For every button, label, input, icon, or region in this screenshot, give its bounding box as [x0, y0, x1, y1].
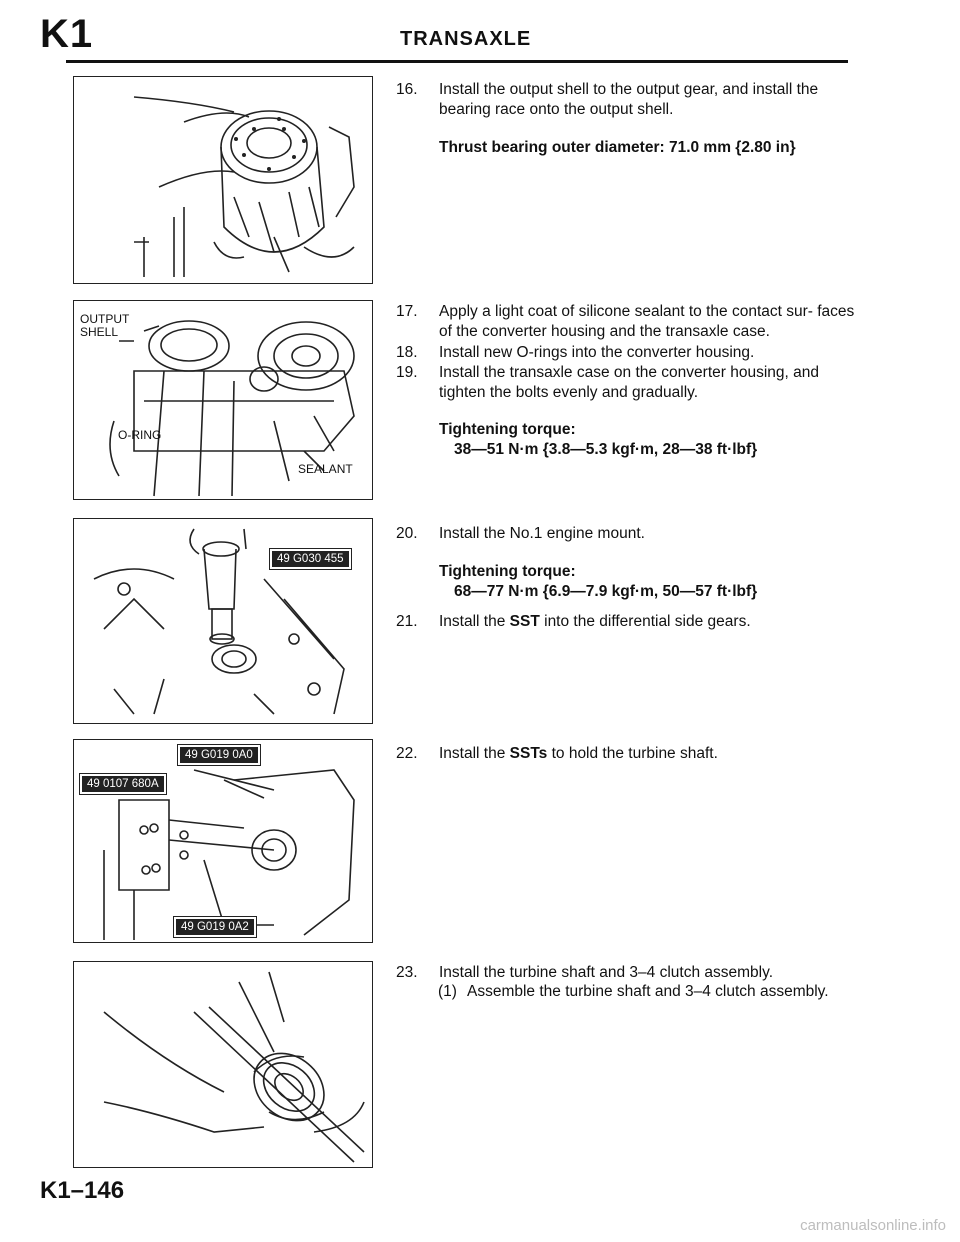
step-21: 21. Install the SST into the differentia… [396, 612, 856, 632]
step-text: Install the No.1 engine mount. [439, 525, 645, 542]
sst-tag-49g0190a2: 49 G019 0A2 [173, 916, 257, 938]
step-number: 22. [396, 745, 418, 762]
figure-differential-sst: 49 G030 455 [73, 518, 373, 724]
torque-value-20: 68—77 N·m {6.9—7.9 kgf·m, 50—57 ft·lbf} [454, 583, 758, 600]
step-text: Install the turbine shaft and 3–4 clutch… [439, 964, 774, 981]
step-23: 23. Install the turbine shaft and 3–4 cl… [396, 963, 856, 983]
figure-output-shell-install [73, 76, 373, 284]
step-20: 20. Install the No.1 engine mount. [396, 524, 856, 544]
torque-title-20: Tightening torque: [439, 563, 576, 580]
sst-term: SST [509, 613, 540, 630]
figure-turbine-shaft-sst: 49 0107 680A 49 G019 0A0 49 G019 0A2 [73, 739, 373, 943]
step-text: Install the transaxle case on the conver… [439, 364, 819, 401]
sst-term: SSTs [509, 745, 548, 762]
sst-tag-490107680a: 49 0107 680A [79, 773, 167, 795]
substep-number: (1) [438, 983, 457, 1000]
step-19: 19. Install the transaxle case on the co… [396, 363, 856, 403]
step-text-pre: Install the [439, 745, 510, 762]
figure-turbine-clutch-assembly [73, 961, 373, 1168]
watermark: carmanualsonline.info [800, 1217, 946, 1234]
torque-title-19: Tightening torque: [439, 421, 576, 438]
spec-thrust-bearing: Thrust bearing outer diameter: 71.0 mm {… [439, 139, 796, 156]
step-number: 16. [396, 81, 418, 98]
step-22: 22. Install the SSTs to hold the turbine… [396, 744, 856, 764]
sst-tag-49g0190a0: 49 G019 0A0 [177, 744, 261, 766]
title-rule [66, 60, 848, 63]
illustration-differential-sst [93, 528, 345, 715]
step-text-pre: Install the [439, 613, 510, 630]
sst-tag-49g030455: 49 G030 455 [269, 548, 352, 570]
label-sealant: SEALANT [298, 462, 353, 476]
section-code: K1 [40, 12, 94, 56]
illustration-turbine-shaft-sst [103, 769, 355, 940]
label-o-ring: O-RING [118, 428, 162, 442]
illustration-turbine-clutch [103, 971, 365, 1163]
page-number: K1–146 [40, 1177, 125, 1204]
step-text-post: into the differential side gears. [539, 613, 751, 630]
step-number: 20. [396, 525, 418, 542]
figure-converter-housing: OUTPUT SHELL O-RING SEALANT [73, 300, 373, 500]
step-number: 17. [396, 303, 418, 320]
step-text: Install the output shell to the output g… [439, 81, 819, 118]
illustration-converter-housing [109, 320, 355, 497]
step-text: Install new O-rings into the converter h… [439, 344, 755, 361]
illustration-output-shell [133, 96, 355, 277]
substep-text: Assemble the turbine shaft and 3–4 clutc… [467, 983, 829, 1000]
step-text: Install the SSTs to hold the turbine sha… [439, 744, 856, 764]
torque-value-19: 38—51 N·m {3.8—5.3 kgf·m, 28—38 ft·lbf} [454, 441, 758, 458]
label-output-shell: OUTPUT SHELL [80, 312, 130, 339]
step-number: 19. [396, 364, 418, 381]
step-number: 23. [396, 964, 418, 981]
step-text-post: to hold the turbine shaft. [547, 745, 718, 762]
step-16: 16. Install the output shell to the outp… [396, 80, 856, 120]
step-text: Install the SST into the differential si… [439, 612, 856, 632]
step-17: 17. Apply a light coat of silicone seala… [396, 302, 856, 342]
step-number: 18. [396, 344, 418, 361]
step-18: 18. Install new O-rings into the convert… [396, 343, 856, 363]
step-number: 21. [396, 613, 418, 630]
step-text: Apply a light coat of silicone sealant t… [439, 303, 855, 340]
page-title: TRANSAXLE [400, 28, 532, 50]
